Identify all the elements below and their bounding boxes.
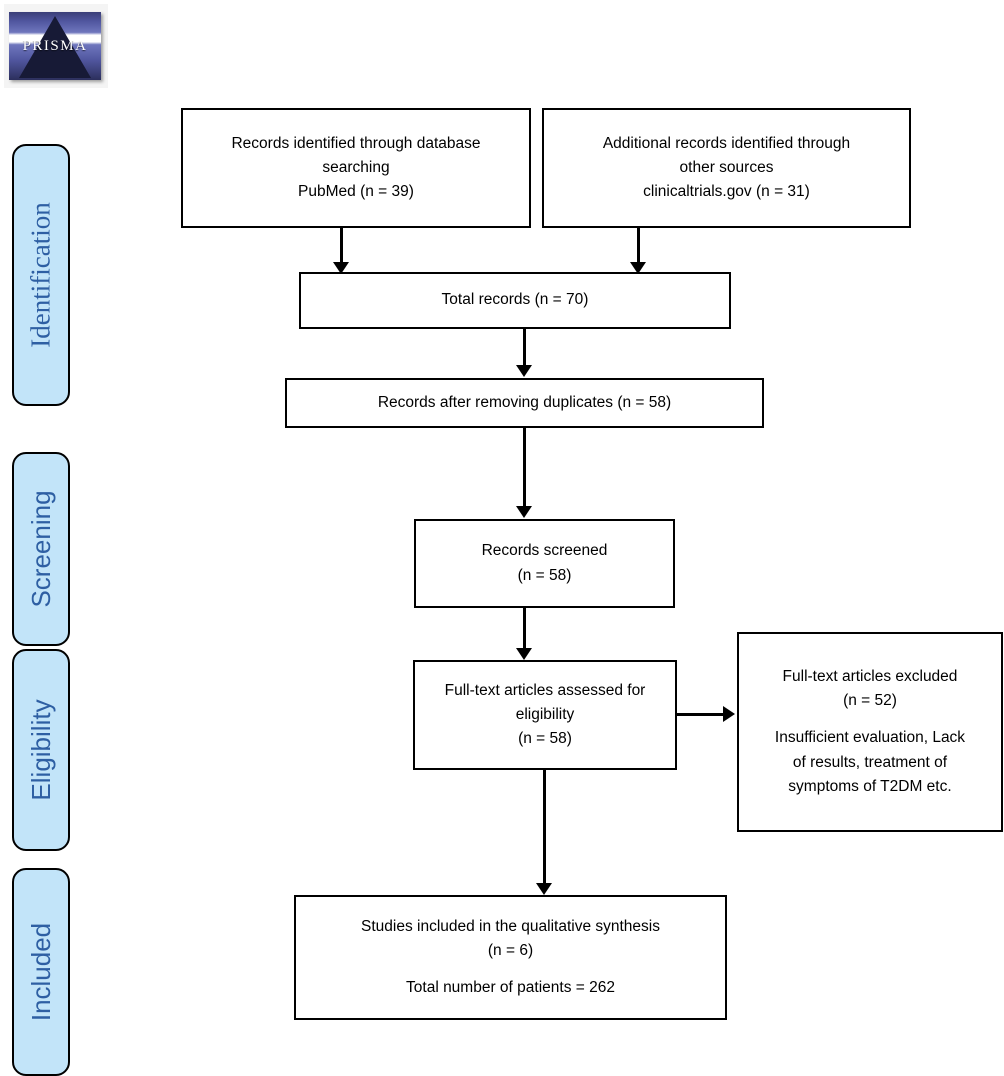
other-line-2: other sources [679, 158, 774, 176]
connector-other-to-total [637, 228, 640, 264]
stage-included: Included [12, 868, 70, 1076]
stage-eligibility-label: Eligibility [26, 699, 56, 801]
included-line-1: Studies included in the qualitative synt… [361, 917, 660, 935]
prisma-logo: PRISMA [4, 4, 108, 88]
arrowhead-screened-to-fulltext [516, 648, 532, 660]
excluded-spacer [775, 713, 965, 726]
prisma-logo-text: PRISMA [22, 38, 88, 54]
assessed-line-1: Full-text articles assessed for [444, 681, 646, 699]
other-line-3: clinicaltrials.gov (n = 31) [643, 183, 810, 200]
prisma-triangle-icon [19, 16, 91, 78]
connector-fulltext-to-excluded [677, 713, 725, 716]
excluded-line-5: symptoms of T2DM etc. [788, 777, 952, 795]
included-line-2: (n = 6) [487, 941, 534, 959]
assessed-line-2: eligibility [515, 705, 575, 723]
box-additional-records-other-sources-text: Additional records identified through ot… [595, 132, 858, 204]
box-total-records: Total records (n = 70) [299, 272, 731, 329]
db-line-2: searching [322, 158, 390, 176]
box-records-identified-database-text: Records identified through database sear… [223, 132, 488, 204]
db-line-3: PubMed (n = 39) [298, 183, 414, 200]
excluded-line-4: of results, treatment of [792, 753, 948, 771]
arrowhead-fulltext-to-included [536, 883, 552, 895]
box-fulltext-assessed-text: Full-text articles assessed for eligibil… [437, 679, 654, 751]
connector-duplicates-to-screened [523, 428, 526, 508]
screened-line-2: (n = 58) [517, 566, 572, 584]
prisma-logo-banner: PRISMA [9, 12, 101, 80]
screened-line-1: Records screened [481, 542, 608, 560]
stage-identification: Identification [12, 144, 70, 406]
box-records-after-duplicates: Records after removing duplicates (n = 5… [285, 378, 764, 428]
box-fulltext-excluded: Full-text articles excluded (n = 52) Ins… [737, 632, 1003, 832]
box-additional-records-other-sources: Additional records identified through ot… [542, 108, 911, 228]
excluded-line-3: Insufficient evaluation, Lack [774, 729, 966, 747]
excluded-line-2: (n = 52) [843, 692, 897, 710]
box-studies-included-text: Studies included in the qualitative synt… [353, 915, 668, 1000]
arrowhead-fulltext-to-excluded [723, 706, 735, 722]
arrowhead-other-to-total [630, 262, 646, 274]
box-studies-included: Studies included in the qualitative synt… [294, 895, 727, 1020]
arrowhead-db-to-total [333, 262, 349, 274]
connector-db-to-total [340, 228, 343, 264]
assessed-line-3: (n = 58) [518, 730, 572, 747]
stage-identification-label: Identification [25, 202, 56, 348]
excluded-line-1: Full-text articles excluded [782, 668, 958, 686]
box-records-screened: Records screened (n = 58) [414, 519, 675, 608]
included-spacer [361, 963, 660, 976]
connector-fulltext-to-included [543, 770, 546, 885]
stage-screening-label: Screening [26, 490, 56, 608]
db-line-1: Records identified through database [231, 134, 481, 152]
arrowhead-total-to-duplicates [516, 365, 532, 377]
stage-included-label: Included [26, 922, 56, 1022]
box-fulltext-excluded-text: Full-text articles excluded (n = 52) Ins… [767, 665, 973, 798]
stage-screening: Screening [12, 452, 70, 646]
included-line-3: Total number of patients = 262 [406, 979, 615, 996]
connector-screened-to-fulltext [523, 608, 526, 650]
connector-total-to-duplicates [523, 329, 526, 367]
box-records-screened-text: Records screened (n = 58) [474, 539, 616, 587]
arrowhead-duplicates-to-screened [516, 506, 532, 518]
box-fulltext-assessed: Full-text articles assessed for eligibil… [413, 660, 677, 770]
box-total-records-text: Total records (n = 70) [441, 291, 589, 309]
stage-eligibility: Eligibility [12, 649, 70, 851]
box-records-identified-database: Records identified through database sear… [181, 108, 531, 228]
box-records-after-duplicates-text: Records after removing duplicates (n = 5… [377, 393, 672, 411]
other-line-1: Additional records identified through [602, 134, 851, 152]
